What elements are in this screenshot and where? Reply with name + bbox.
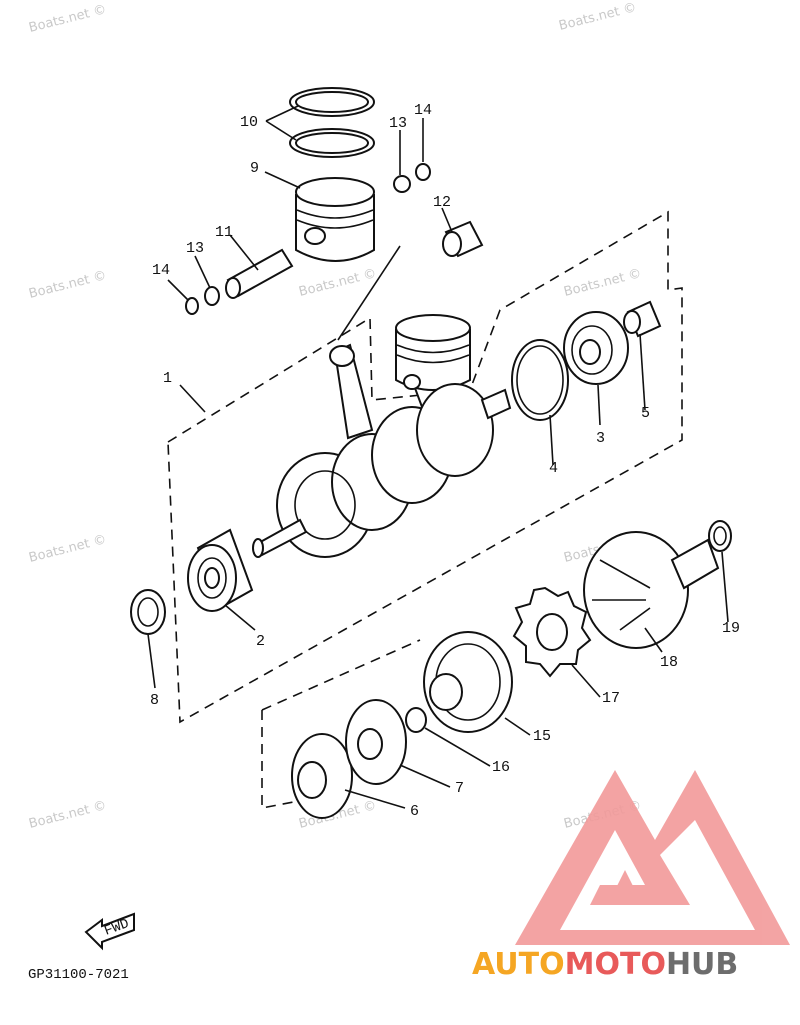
label-9: 9 — [250, 160, 259, 177]
label-7: 7 — [455, 780, 464, 797]
watermark-text: Boats.net © — [562, 266, 643, 300]
fwd-arrow-icon: FWD — [84, 912, 135, 951]
label-12: 12 — [433, 194, 451, 211]
label-3: 3 — [596, 430, 605, 447]
circlip-part — [393, 175, 411, 193]
label-2: 2 — [256, 633, 265, 650]
circlip-part — [204, 286, 220, 306]
plate-part — [345, 699, 407, 785]
flywheel-top-outline — [261, 639, 421, 711]
watermark-text: Boats.net © — [27, 798, 108, 832]
washer-part — [185, 297, 199, 315]
label-1: 1 — [163, 370, 172, 387]
label-18: 18 — [660, 654, 678, 671]
coupling-part — [583, 531, 720, 649]
washer-part — [415, 163, 431, 181]
washer-part — [708, 520, 732, 552]
bearing-part — [563, 311, 629, 385]
label-13-top: 13 — [389, 115, 407, 132]
collar-part — [623, 300, 662, 338]
label-14-top: 14 — [414, 102, 432, 119]
washer-inner — [713, 526, 727, 546]
label-10: 10 — [240, 114, 258, 131]
label-6: 6 — [410, 803, 419, 820]
crankshaft-assembly-outline — [167, 210, 683, 724]
seal-ring-part — [511, 339, 569, 421]
brand-logo-icon — [515, 770, 790, 945]
o-ring-part — [405, 707, 427, 733]
pulley-part — [291, 733, 353, 819]
coupling-housing-part — [423, 631, 513, 733]
watermark-text: Boats.net © — [27, 268, 108, 302]
drawing-code: GP31100-7021 — [28, 967, 129, 983]
watermark-text: Boats.net © — [27, 532, 108, 566]
label-14-left: 14 — [152, 262, 170, 279]
part-labels: 1 2 3 4 5 6 7 8 9 10 11 12 13 13 14 14 1… — [150, 102, 740, 820]
leader-lines — [147, 105, 729, 809]
label-5: 5 — [641, 405, 650, 422]
label-8: 8 — [150, 692, 159, 709]
brand-hub: HUB — [666, 947, 738, 982]
label-19: 19 — [722, 620, 740, 637]
fwd-label: FWD — [102, 916, 131, 940]
watermark-text: Boats.net © — [297, 266, 378, 300]
watermark-text: Boats.net © — [27, 2, 108, 36]
piston-part — [295, 177, 375, 262]
main-bearing-part — [187, 528, 254, 612]
crankshaft-part — [252, 314, 512, 558]
piston-pin-part — [225, 248, 294, 299]
label-17: 17 — [602, 690, 620, 707]
label-16: 16 — [492, 759, 510, 776]
piston-rings-part — [289, 87, 375, 158]
oil-seal-part — [130, 589, 166, 635]
label-4: 4 — [549, 460, 558, 477]
damper-part — [512, 586, 592, 678]
svg-text:AUTOMOTOHUB: AUTOMOTOHUB — [472, 947, 738, 982]
label-15: 15 — [533, 728, 551, 745]
brand-auto: AUTO — [472, 947, 565, 982]
brand-moto: MOTO — [565, 947, 666, 982]
seal-ring-inner — [516, 345, 564, 415]
needle-bearing-part — [442, 220, 484, 258]
label-11: 11 — [215, 224, 233, 241]
label-13-left: 13 — [186, 240, 204, 257]
watermark-text: Boats.net © — [557, 0, 638, 34]
brand-wordmark: AUTOMOTOHUB — [472, 947, 738, 982]
